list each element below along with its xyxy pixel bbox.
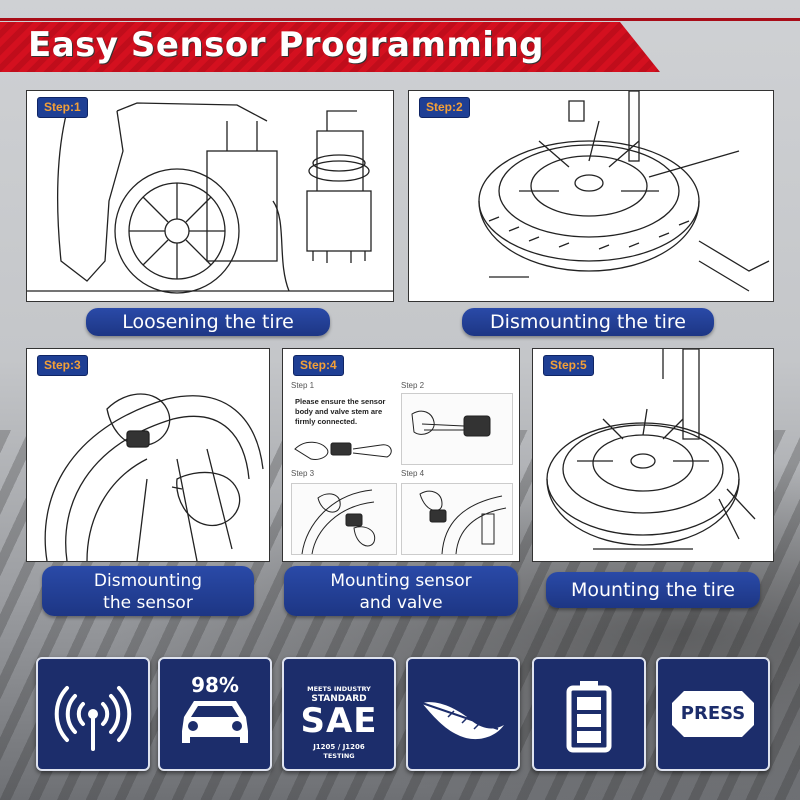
sub-step-3-label: Step 3 (291, 469, 315, 478)
step-3-caption: Dismounting the sensor (42, 566, 254, 616)
sensor-removal-illustration (44, 393, 264, 561)
sub-step-4-image (401, 483, 513, 555)
car-icon (182, 701, 248, 743)
tire-changer-illustration (27, 102, 393, 294)
sae-bottom-line-2: TESTING (323, 752, 355, 760)
step-5-caption: Mounting the tire (546, 572, 760, 608)
step-1-tag: Step:1 (37, 97, 88, 118)
step-2-caption: Dismounting the tire (462, 308, 714, 336)
page-title: Easy Sensor Programming (28, 25, 545, 65)
feather-icon (421, 702, 504, 740)
press-button-icon (672, 691, 754, 737)
sae-bottom-line-1: J1205 / J1206 (313, 743, 365, 751)
step-4-tag: Step:4 (293, 355, 344, 376)
battery-icon (566, 681, 612, 753)
sub-step-2-label: Step 2 (401, 381, 425, 390)
press-tile: PRESS (656, 657, 770, 771)
lightweight-tile (406, 657, 520, 771)
sae-tile: MEETS INDUSTRY STANDARD SAE J1205 / J120… (282, 657, 396, 771)
sensor-valve-illustration (411, 410, 491, 437)
step-5-tag: Step:5 (543, 355, 594, 376)
sub-step-note-line-2: body and valve stem are (295, 407, 383, 416)
signal-antenna-icon (54, 686, 132, 751)
signal-tile (36, 657, 150, 771)
sub-step-1-label: Step 1 (291, 381, 315, 390)
step-5-panel: Step:5 (532, 348, 774, 562)
step-4-caption: Mounting sensor and valve (284, 566, 518, 616)
sensor-insert-illustration (301, 489, 376, 555)
sensor-seat-illustration (419, 490, 507, 555)
step-4-caption-line-2: and valve (359, 593, 443, 613)
coverage-value: 98% (191, 673, 239, 697)
header-rule (0, 18, 800, 21)
sub-step-4-label: Step 4 (401, 469, 425, 478)
step-4-panel: Step:4 Step 1 Step 2 Please ensure the s… (282, 348, 520, 562)
step-1-panel: Step:1 (26, 90, 394, 302)
sub-step-note: Please ensure the sensor body and valve … (295, 397, 400, 427)
battery-tile (532, 657, 646, 771)
hand-assembly-illustration (294, 441, 392, 460)
sub-step-note-line-1: Please ensure the sensor (295, 397, 386, 406)
header-banner (0, 22, 660, 72)
press-label: PRESS (680, 703, 746, 724)
coverage-tile: 98% (158, 657, 272, 771)
step-1-caption: Loosening the tire (86, 308, 330, 336)
sub-step-2-image (401, 393, 513, 465)
step-3-tag: Step:3 (37, 355, 88, 376)
tire-mounting-illustration (546, 349, 756, 550)
step-4-caption-line-1: Mounting sensor (330, 571, 472, 591)
step-2-panel: Step:2 (408, 90, 774, 302)
sae-main-label: SAE (300, 701, 378, 741)
step-3-caption-line-2: the sensor (103, 593, 193, 613)
sub-step-note-line-3: firmly connected. (295, 417, 358, 426)
tire-dismounting-illustration (478, 91, 770, 292)
step-3-caption-line-1: Dismounting (93, 571, 203, 591)
sae-top-line-2: STANDARD (311, 694, 367, 704)
sub-step-3-image (291, 483, 397, 555)
sae-top-line-1: MEETS INDUSTRY (307, 685, 371, 693)
step-3-panel: Step:3 (26, 348, 270, 562)
step-2-tag: Step:2 (419, 97, 470, 118)
